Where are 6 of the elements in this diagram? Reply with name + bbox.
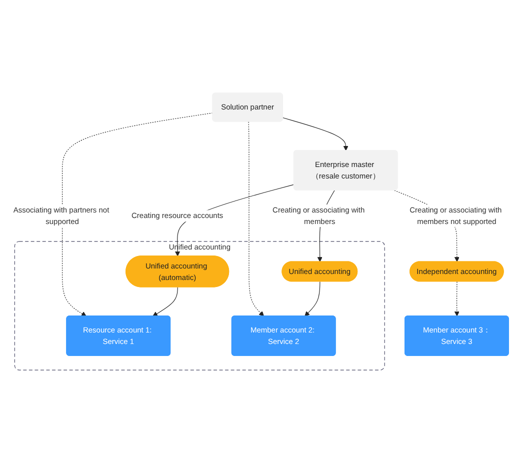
arrow [248,121,264,316]
arrow [304,281,320,316]
arrow [62,112,214,316]
arrow [282,117,348,151]
arrow [152,287,178,316]
arrow [454,281,460,316]
